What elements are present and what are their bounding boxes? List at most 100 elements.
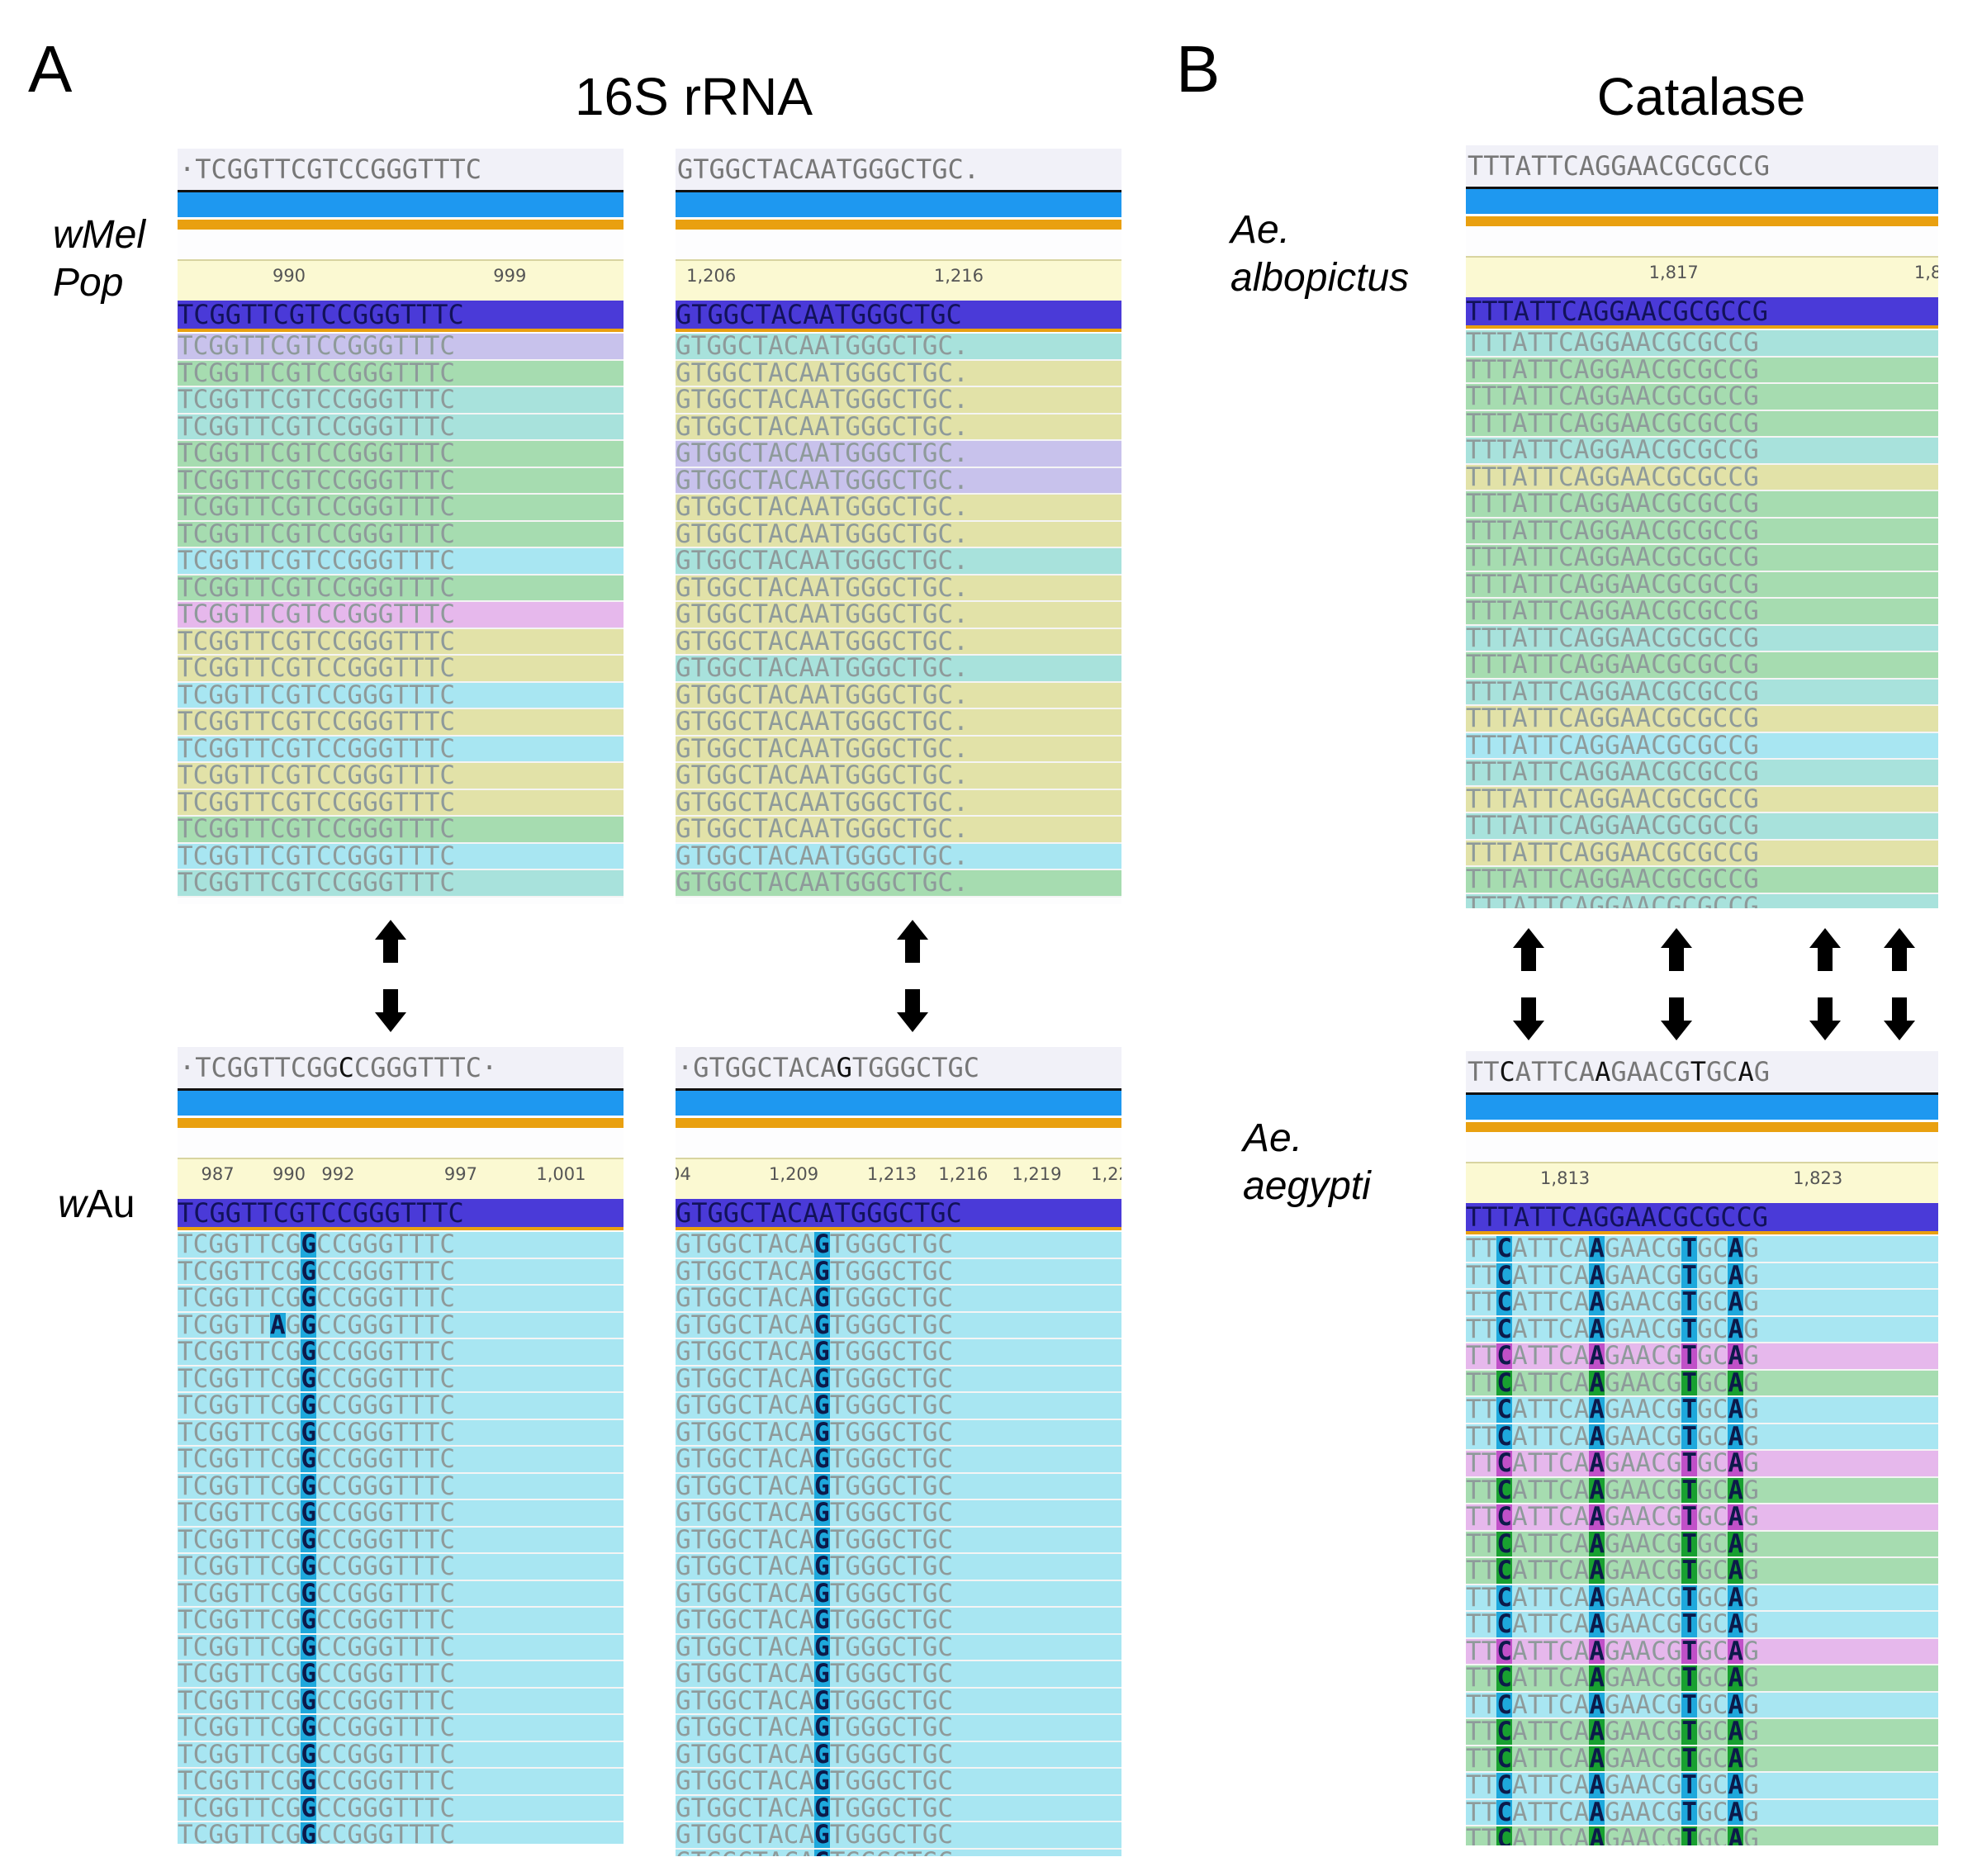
base-letter: G xyxy=(861,1554,876,1581)
base-letter: G xyxy=(1674,1056,1690,1087)
base-letter: G xyxy=(922,441,938,468)
base-letter: T xyxy=(1543,464,1559,491)
base-letter: G xyxy=(1697,1692,1713,1719)
base-letter: G xyxy=(930,301,946,329)
base-letter: T xyxy=(907,467,922,495)
base-letter: A xyxy=(1512,840,1528,867)
base-letter: G xyxy=(1666,1558,1682,1585)
organism-label-wau: wAu xyxy=(58,1181,135,1229)
ruler-tick-label: 990 xyxy=(272,266,306,286)
base-letter: G xyxy=(285,1822,301,1844)
base-letter: T xyxy=(752,441,769,468)
base-letter: C xyxy=(439,1634,456,1661)
base-letter: G xyxy=(285,1769,301,1796)
base-letter: G xyxy=(347,763,363,790)
base-letter: G xyxy=(861,1850,876,1857)
base-letter: A xyxy=(768,1822,784,1850)
base-letter: G xyxy=(363,521,378,548)
base-letter: C xyxy=(439,1715,456,1742)
base-letter: T xyxy=(907,763,922,790)
base-letter: C xyxy=(331,1419,348,1447)
base-letter: G xyxy=(814,1500,830,1526)
base-letter: C xyxy=(331,1822,348,1844)
base-letter: A xyxy=(1589,1719,1605,1745)
base-letter: G xyxy=(722,1715,737,1742)
base-letter: T xyxy=(1681,1263,1698,1289)
reference-baseline xyxy=(676,329,1121,332)
ruler-tick-label: 1,22 xyxy=(1091,1164,1121,1184)
base-letter: T xyxy=(239,495,255,522)
base-letter: C xyxy=(316,1419,332,1447)
base-letter: T xyxy=(393,736,410,763)
base-letter: A xyxy=(768,682,784,709)
base-letter: C xyxy=(1681,706,1698,733)
base-letter: G xyxy=(706,334,723,361)
base-letter: T xyxy=(424,1258,440,1286)
base-letter: G xyxy=(208,387,225,415)
base-letter: G xyxy=(1743,1397,1759,1424)
base-letter: T xyxy=(690,736,707,763)
base-letter: T xyxy=(178,1661,193,1689)
base-letter: A xyxy=(1619,599,1636,626)
base-letter: A xyxy=(814,602,830,629)
base-letter: G xyxy=(722,1286,737,1313)
base-letter: T xyxy=(752,1312,769,1339)
base-letter: G xyxy=(285,1634,301,1661)
base-letter: G xyxy=(722,736,737,763)
base-letter: A xyxy=(799,441,815,468)
base-letter: G xyxy=(1666,1799,1682,1826)
base-letter: C xyxy=(937,1232,954,1259)
base-letter: C xyxy=(331,1473,348,1500)
base-letter: A xyxy=(814,682,830,709)
base-letter: G xyxy=(1697,384,1713,411)
base-letter: G xyxy=(845,709,861,737)
base-letter: C xyxy=(783,1715,799,1742)
base-letter: G xyxy=(1605,1451,1620,1478)
base-letter: G xyxy=(722,763,737,790)
base-letter: A xyxy=(1619,679,1636,706)
base-letter: T xyxy=(1527,1504,1543,1532)
base-letter: T xyxy=(1527,1719,1543,1746)
base-letter: T xyxy=(1543,1343,1559,1371)
ruler-tick-label: 1,216 xyxy=(933,266,984,286)
base-letter: G xyxy=(676,763,691,790)
base-letter: C xyxy=(1712,625,1728,652)
base-letter: C xyxy=(783,1769,799,1796)
read-row: GTGGCTACAGTGGGCTGC xyxy=(676,1769,1121,1796)
base-letter: A xyxy=(768,1419,784,1447)
base-letter: T xyxy=(1543,760,1559,787)
organism-label-line: Ae. xyxy=(1230,208,1291,252)
base-letter: T xyxy=(254,521,271,548)
base-letter: C xyxy=(331,1580,348,1608)
base-letter: T xyxy=(1527,1424,1543,1451)
base-letter: G xyxy=(676,1258,691,1286)
base-letter: G xyxy=(1589,840,1605,867)
base-letter: T xyxy=(409,1634,424,1661)
base-letter: C xyxy=(331,334,348,361)
base-letter: G xyxy=(722,1232,737,1259)
base-letter: G xyxy=(363,1232,378,1259)
base-letter: G xyxy=(676,1688,691,1715)
base-letter: T xyxy=(752,1419,769,1447)
base-letter: G xyxy=(363,441,378,468)
base-letter: G xyxy=(208,1688,225,1715)
base-letter: G xyxy=(1697,599,1713,626)
base-letter: A xyxy=(1589,1424,1605,1450)
base-letter: G xyxy=(377,1688,394,1715)
base-letter: G xyxy=(347,870,363,898)
base-letter: T xyxy=(690,360,707,387)
base-letter: G xyxy=(1697,1665,1713,1693)
base-letter: G xyxy=(224,1258,239,1286)
base-letter: T xyxy=(829,1527,846,1554)
base-letter: T xyxy=(907,1822,922,1850)
base-letter: G xyxy=(1605,1558,1620,1585)
base-letter: G xyxy=(363,495,378,522)
base-letter: G xyxy=(676,1554,691,1581)
base-letter: C xyxy=(1496,1477,1513,1504)
base-letter: G xyxy=(208,1634,225,1661)
base-letter: G xyxy=(875,521,892,548)
base-letter: T xyxy=(1466,1236,1482,1263)
base-letter: C xyxy=(1681,384,1698,411)
base-letter: A xyxy=(768,602,784,629)
